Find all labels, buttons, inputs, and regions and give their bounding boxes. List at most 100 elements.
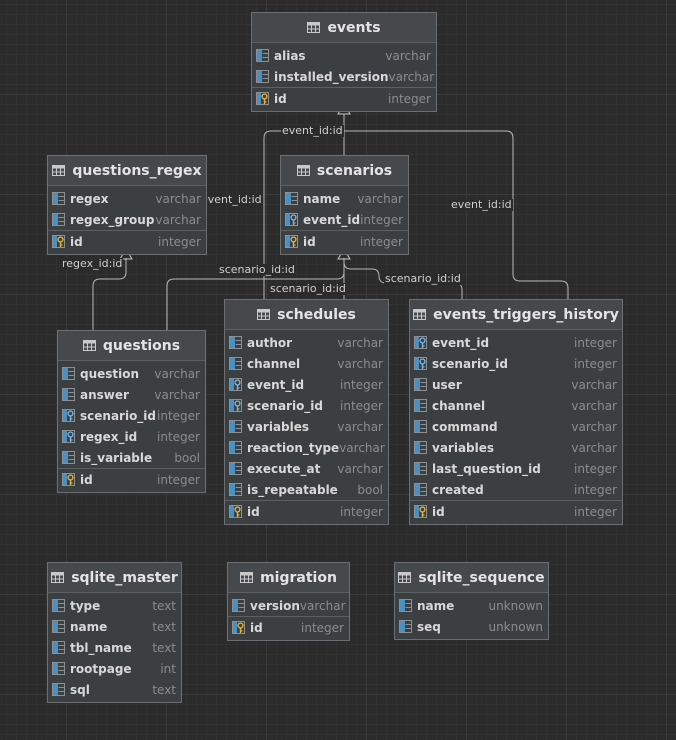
foreign-key-icon <box>62 409 75 422</box>
column-type: varchar <box>571 419 617 434</box>
table-header[interactable]: scenarios <box>281 156 408 186</box>
column-type: varchar <box>154 366 200 381</box>
column-type: bool <box>174 450 200 465</box>
table-icon <box>307 22 321 33</box>
column-icon <box>229 462 242 475</box>
column-type: integer <box>360 234 403 249</box>
link-label: scenario_id:id <box>384 272 462 285</box>
column-name: id <box>250 620 263 635</box>
column-name: is_repeatable <box>247 482 338 497</box>
column-icon <box>229 357 242 370</box>
column-type: integer <box>340 398 383 413</box>
column-type: varchar <box>154 387 200 402</box>
column-type: varchar <box>155 212 201 227</box>
column-icon <box>414 378 427 391</box>
column-type: text <box>152 640 176 655</box>
table-header[interactable]: events_triggers_history <box>410 300 622 330</box>
table-header[interactable]: questions_regex <box>48 156 206 186</box>
table-header[interactable]: questions <box>58 331 205 361</box>
column-icon <box>399 620 412 633</box>
table-title: schedules <box>277 306 356 323</box>
column-name: name <box>303 191 341 206</box>
column-name: regex <box>70 191 109 206</box>
table-icon <box>51 572 65 583</box>
column-type: integer <box>340 377 383 392</box>
primary-key-icon <box>232 621 245 634</box>
table-header[interactable]: schedules <box>225 300 388 330</box>
column-type: integer <box>157 408 200 423</box>
column-icon <box>285 192 298 205</box>
column-name: execute_at <box>247 461 321 476</box>
table-icon <box>52 165 66 176</box>
table-icon <box>296 165 310 176</box>
table-title: scenarios <box>316 162 393 179</box>
column-name: created <box>432 482 484 497</box>
column-icon <box>414 441 427 454</box>
column-name: type <box>70 598 101 613</box>
table-header[interactable]: sqlite_sequence <box>395 563 548 593</box>
table-header[interactable]: migration <box>228 563 349 593</box>
column-name: version <box>250 598 300 613</box>
column-name: id <box>70 234 83 249</box>
table-header[interactable]: sqlite_master <box>48 563 181 593</box>
column-icon <box>52 683 65 696</box>
link-label: scenario_id:id <box>218 263 296 276</box>
column-name: name <box>70 619 108 634</box>
column-type: integer <box>574 335 617 350</box>
column-type: unknown <box>488 619 543 634</box>
table-header[interactable]: events <box>252 13 436 43</box>
primary-key-icon <box>62 473 75 486</box>
